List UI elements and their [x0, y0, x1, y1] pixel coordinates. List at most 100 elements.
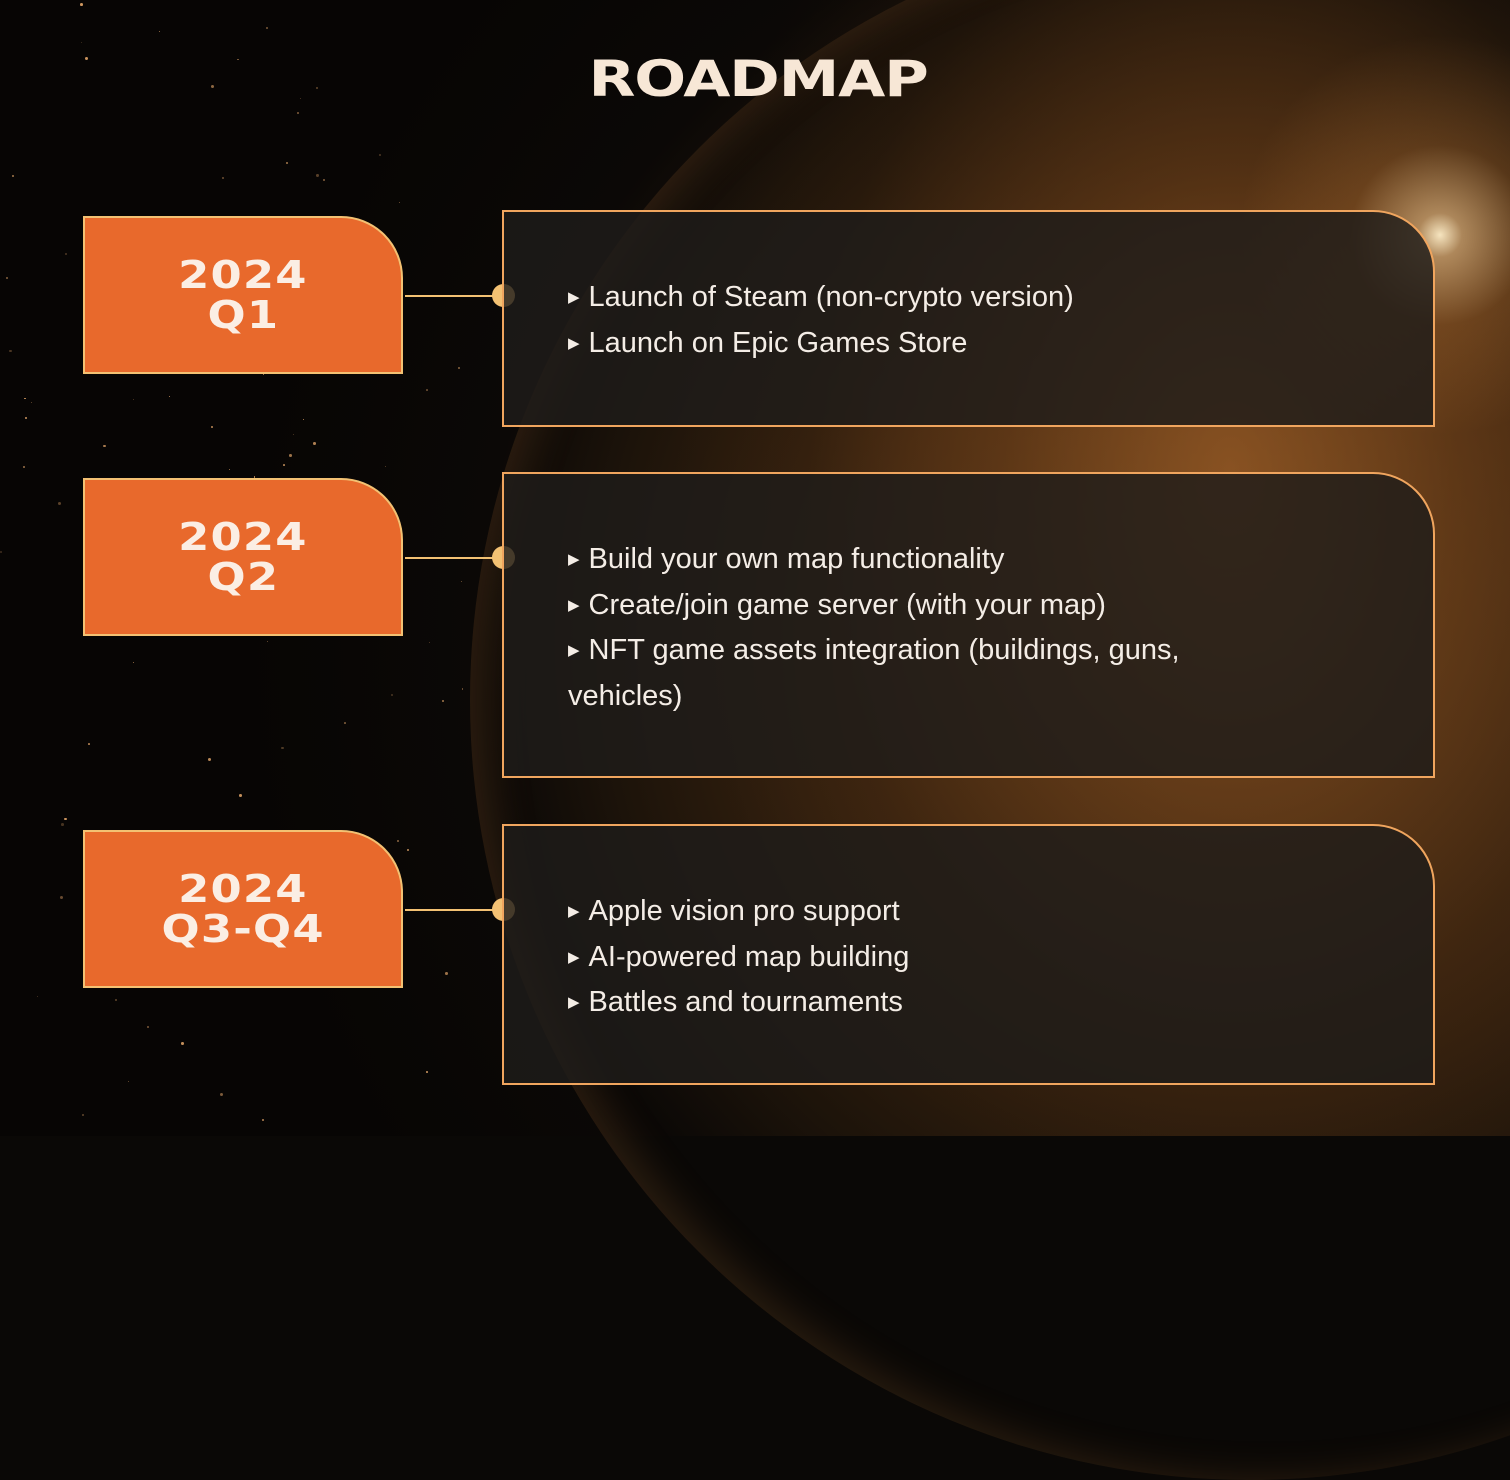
milestone-3-connector: [405, 909, 501, 911]
star-speck: [57, 501, 62, 506]
list-item-text: Create/join game server (with your map): [588, 588, 1106, 621]
star-speck: [210, 426, 214, 429]
list-item: ▶ Apple vision pro support: [568, 889, 1268, 935]
star-speck: [302, 418, 305, 421]
star-speck: [9, 350, 12, 353]
star-speck: [84, 56, 88, 60]
star-speck: [65, 252, 68, 255]
milestone-2-year: 2024: [178, 515, 308, 559]
triangle-bullet-icon: ▶: [568, 289, 580, 306]
star-speck: [261, 1118, 265, 1122]
star-speck: [81, 1113, 84, 1116]
star-speck: [297, 112, 299, 114]
milestone-3-card: ▶ Apple vision pro support ▶ AI-powered ma…: [502, 824, 1435, 1085]
list-item: ▶ Create/join game server (with your map): [568, 583, 1268, 629]
milestone-1-connector: [405, 295, 501, 297]
star-speck: [313, 442, 316, 445]
star-speck: [322, 178, 325, 181]
star-speck: [253, 476, 255, 478]
star-speck: [88, 743, 90, 745]
star-speck: [132, 661, 134, 663]
star-speck: [30, 401, 33, 404]
star-speck: [11, 174, 15, 178]
star-speck: [229, 468, 231, 470]
list-item-text: Apple vision pro support: [588, 895, 900, 927]
milestone-3-year: 2024: [178, 867, 308, 911]
star-speck: [61, 823, 64, 827]
star-speck: [24, 397, 27, 400]
star-speck: [64, 818, 67, 821]
list-item-text: NFT game assets integration (buildings, …: [568, 634, 1180, 712]
triangle-bullet-icon: ▶: [568, 948, 580, 966]
milestone-2-quarter: Q2: [207, 555, 279, 599]
star-speck: [390, 694, 394, 697]
list-item: ▶Launch on Epic Games Store: [568, 321, 1268, 367]
star-speck: [60, 896, 64, 900]
list-item-text: Launch of Steam (non-crypto version): [588, 281, 1074, 313]
milestone-3-badge: 2024 Q3-Q4: [83, 830, 403, 988]
milestone-2-card: ▶ Build your own map functionality ▶ Creat…: [502, 472, 1435, 778]
list-item-text: Battles and tournaments: [588, 986, 903, 1018]
star-speck: [80, 3, 84, 7]
star-speck: [146, 1025, 149, 1028]
star-speck: [114, 999, 117, 1002]
star-speck: [238, 794, 242, 797]
star-speck: [426, 389, 428, 391]
star-speck: [281, 746, 284, 749]
star-speck: [80, 42, 83, 44]
milestone-1-year: 2024: [178, 253, 308, 297]
star-speck: [211, 85, 215, 89]
star-speck: [460, 581, 462, 583]
star-speck: [398, 201, 401, 204]
milestone-2-list: ▶ Build your own map functionality ▶ Creat…: [568, 537, 1268, 718]
star-speck: [458, 367, 461, 370]
milestone-3-list: ▶ Apple vision pro support ▶ AI-powered ma…: [568, 889, 1268, 1026]
star-speck: [379, 154, 381, 156]
star-speck: [266, 27, 268, 29]
list-item: ▶ AI-powered map building: [568, 935, 1268, 981]
list-item: ▶ Launch of Steam (non-crypto version): [568, 275, 1268, 321]
star-speck: [267, 640, 269, 643]
star-speck: [316, 174, 319, 177]
star-speck: [132, 398, 135, 401]
milestone-1-badge: 2024 Q1: [83, 216, 403, 374]
star-speck: [158, 31, 160, 33]
star-speck: [425, 1071, 428, 1074]
star-speck: [128, 1080, 130, 1082]
milestone-2-badge: 2024 Q2: [83, 478, 403, 636]
triangle-bullet-icon: ▶: [568, 903, 580, 920]
star-speck: [344, 722, 346, 724]
triangle-bullet-icon: ▶: [568, 596, 580, 614]
star-speck: [441, 699, 445, 703]
star-speck: [299, 97, 302, 100]
star-speck: [220, 1092, 223, 1096]
star-speck: [6, 277, 8, 279]
star-speck: [461, 688, 464, 691]
list-item-text: AI-powered map building: [588, 940, 910, 973]
star-speck: [385, 465, 387, 467]
star-speck: [24, 416, 27, 419]
list-item: ▶ Build your own map functionality: [568, 537, 1268, 583]
list-item: ▶ Battles and tournaments: [568, 980, 1268, 1026]
star-speck: [285, 162, 289, 165]
star-speck: [181, 1042, 184, 1045]
star-speck: [289, 453, 293, 457]
star-speck: [396, 839, 399, 842]
star-speck: [237, 58, 239, 61]
star-speck: [315, 86, 318, 89]
triangle-bullet-icon: ▶: [568, 551, 580, 568]
milestone-1-quarter: Q1: [207, 293, 279, 337]
star-speck: [168, 395, 170, 397]
milestone-1-card: ▶ Launch of Steam (non-crypto version) ▶L…: [502, 210, 1435, 427]
star-speck: [22, 465, 26, 469]
milestone-1-list: ▶ Launch of Steam (non-crypto version) ▶L…: [568, 275, 1268, 366]
triangle-bullet-icon: ▶: [568, 642, 580, 659]
triangle-bullet-icon: ▶: [568, 994, 580, 1011]
star-speck: [103, 444, 106, 448]
star-speck: [282, 464, 285, 466]
star-speck: [0, 550, 3, 553]
star-speck: [207, 757, 211, 761]
triangle-bullet-icon: ▶: [568, 334, 580, 352]
milestone-2-connector: [405, 557, 501, 559]
list-item-text: Build your own map functionality: [588, 543, 1005, 575]
